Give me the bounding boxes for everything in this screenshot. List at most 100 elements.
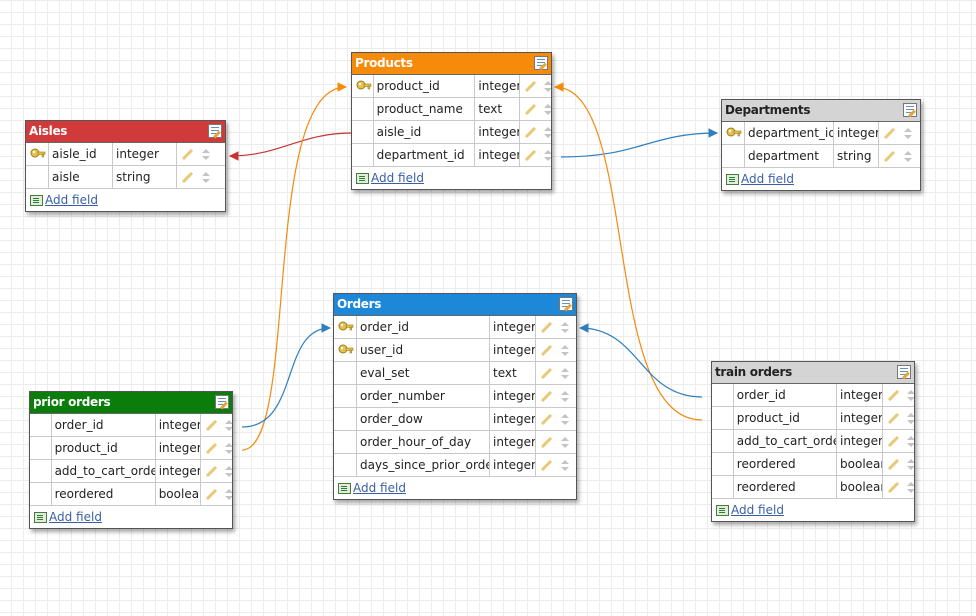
table-header[interactable]: prior orders <box>30 392 232 414</box>
edit-table-icon[interactable] <box>903 103 917 117</box>
reorder-arrows-icon[interactable] <box>543 103 552 116</box>
add-field-link[interactable]: Add field <box>353 481 406 495</box>
add-field-link[interactable]: Add field <box>741 172 794 186</box>
reorder-arrows-icon[interactable] <box>202 171 210 184</box>
add-field-row[interactable]: Add field <box>712 499 914 521</box>
pencil-icon[interactable] <box>540 436 553 449</box>
add-field-link[interactable]: Add field <box>371 171 424 185</box>
pencil-icon[interactable] <box>524 103 536 116</box>
pencil-icon[interactable] <box>887 481 899 494</box>
pencil-icon[interactable] <box>540 367 553 380</box>
pencil-icon[interactable] <box>887 435 899 448</box>
field-row[interactable]: reorderedboolean <box>30 483 232 506</box>
reorder-arrows-icon[interactable] <box>224 488 232 501</box>
pencil-icon[interactable] <box>540 459 553 472</box>
pencil-icon[interactable] <box>205 465 217 478</box>
reorder-arrows-icon[interactable] <box>561 413 569 426</box>
pencil-icon[interactable] <box>181 148 194 161</box>
pencil-icon[interactable] <box>540 344 553 357</box>
reorder-arrows-icon[interactable] <box>561 367 569 380</box>
reorder-arrows-icon[interactable] <box>224 442 232 455</box>
reorder-arrows-icon[interactable] <box>224 465 232 478</box>
pencil-icon[interactable] <box>205 419 217 432</box>
edit-table-icon[interactable] <box>215 395 229 409</box>
add-field-row[interactable]: Add field <box>334 477 576 499</box>
field-row[interactable]: reorderedboolean <box>712 453 914 476</box>
table-header[interactable]: Products <box>352 53 551 75</box>
add-field-icon[interactable] <box>716 504 729 516</box>
pencil-icon[interactable] <box>887 458 899 471</box>
reorder-arrows-icon[interactable] <box>906 458 914 471</box>
pencil-icon[interactable] <box>524 126 536 139</box>
reorder-arrows-icon[interactable] <box>561 344 569 357</box>
add-field-row[interactable]: Add field <box>722 168 920 190</box>
reorder-arrows-icon[interactable] <box>224 419 232 432</box>
add-field-link[interactable]: Add field <box>731 503 784 517</box>
add-field-link[interactable]: Add field <box>49 510 102 524</box>
reorder-arrows-icon[interactable] <box>906 412 914 425</box>
reorder-arrows-icon[interactable] <box>904 150 912 163</box>
add-field-icon[interactable] <box>338 482 351 494</box>
add-field-row[interactable]: Add field <box>26 189 225 211</box>
pencil-icon[interactable] <box>540 413 553 426</box>
reorder-arrows-icon[interactable] <box>904 127 912 140</box>
pencil-icon[interactable] <box>883 150 896 163</box>
reorder-arrows-icon[interactable] <box>561 321 569 334</box>
reorder-arrows-icon[interactable] <box>543 149 552 162</box>
pencil-icon[interactable] <box>181 171 194 184</box>
add-field-link[interactable]: Add field <box>45 193 98 207</box>
add-field-icon[interactable] <box>726 173 739 185</box>
reorder-arrows-icon[interactable] <box>906 481 914 494</box>
reorder-arrows-icon[interactable] <box>906 435 914 448</box>
pencil-icon[interactable] <box>540 321 553 334</box>
pencil-icon[interactable] <box>540 390 553 403</box>
add-field-icon[interactable] <box>30 194 43 206</box>
pencil-icon[interactable] <box>887 389 899 402</box>
pencil-icon[interactable] <box>205 488 217 501</box>
reorder-arrows-icon[interactable] <box>543 80 552 93</box>
reorder-arrows-icon[interactable] <box>561 390 569 403</box>
pencil-icon[interactable] <box>887 412 899 425</box>
edit-table-icon[interactable] <box>208 124 222 138</box>
add-field-icon[interactable] <box>34 511 47 523</box>
reorder-arrows-icon[interactable] <box>561 459 569 472</box>
pencil-icon[interactable] <box>205 442 217 455</box>
reorder-arrows-icon[interactable] <box>561 436 569 449</box>
pencil-icon[interactable] <box>524 149 536 162</box>
table-header[interactable]: Departments <box>722 100 920 122</box>
reorder-arrows-icon[interactable] <box>543 126 552 139</box>
add-field-icon[interactable] <box>356 172 369 184</box>
edit-table-icon[interactable] <box>897 365 911 379</box>
reorder-arrows-icon[interactable] <box>906 389 914 402</box>
pencil-icon[interactable] <box>883 127 896 140</box>
table-header[interactable]: train orders <box>712 362 914 384</box>
edit-table-icon[interactable] <box>534 56 548 70</box>
reorder-arrows-icon[interactable] <box>202 148 210 161</box>
field-row[interactable]: reorderedboolean <box>712 476 914 499</box>
